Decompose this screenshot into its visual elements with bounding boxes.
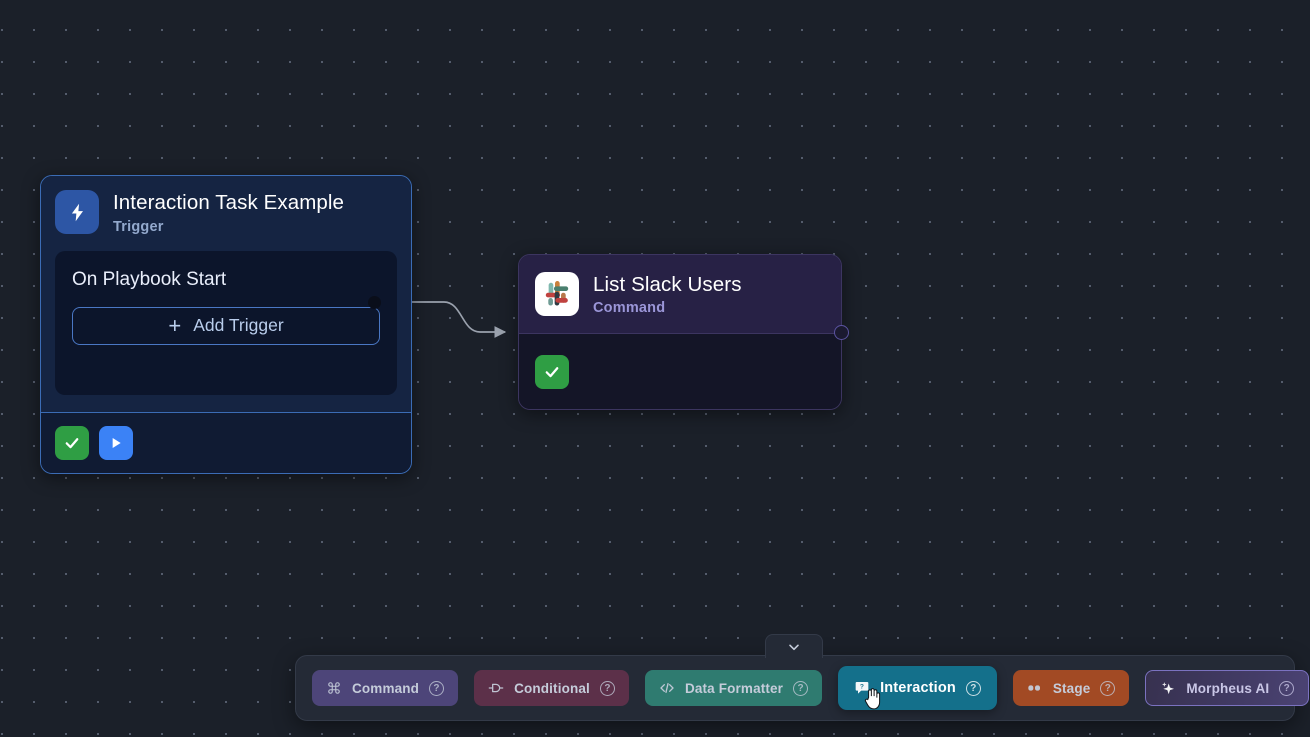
- help-icon[interactable]: ?: [429, 680, 445, 696]
- palette-label-interaction: Interaction: [880, 680, 956, 696]
- help-icon[interactable]: ?: [1100, 680, 1116, 696]
- add-trigger-label: Add Trigger: [193, 315, 284, 336]
- palette-item-conditional[interactable]: Conditional ?: [474, 670, 629, 706]
- add-trigger-button[interactable]: + Add Trigger: [72, 306, 380, 345]
- help-icon[interactable]: ?: [793, 680, 809, 696]
- node-trigger-subtitle: Trigger: [113, 218, 164, 235]
- node-command-subtitle: Command: [593, 300, 666, 317]
- code-brackets-icon: [659, 680, 675, 696]
- node-command-title: List Slack Users: [593, 272, 742, 296]
- palette-item-command[interactable]: Command ?: [312, 670, 459, 706]
- node-trigger-title: Interaction Task Example: [113, 191, 345, 214]
- palette-label-command: Command: [352, 680, 420, 696]
- trigger-source-handle[interactable]: [368, 296, 381, 309]
- plus-icon: +: [168, 312, 182, 338]
- logic-gate-icon: [488, 680, 504, 696]
- play-icon: [112, 438, 121, 448]
- node-trigger-titles: Interaction Task Example Trigger: [113, 190, 344, 235]
- node-command-footer: [519, 333, 841, 409]
- toolbar-collapse-button[interactable]: [765, 634, 823, 658]
- lightning-bolt-icon: [55, 190, 99, 235]
- svg-text:?: ?: [860, 684, 864, 691]
- double-flag-icon: [1027, 680, 1043, 696]
- node-command-titles: List Slack Users Command: [593, 272, 742, 317]
- node-palette-toolbar[interactable]: Command ? Conditional ?: [295, 655, 1310, 721]
- palette-item-morpheus-ai[interactable]: Morpheus AI ?: [1145, 670, 1310, 706]
- check-icon: [545, 366, 559, 377]
- chevron-down-icon: [789, 644, 799, 650]
- palette-label-stage: Stage: [1052, 680, 1091, 696]
- palette-label-data-formatter: Data Formatter: [684, 680, 784, 696]
- palette-item-data-formatter[interactable]: Data Formatter ?: [644, 670, 823, 706]
- node-trigger-body: Interaction Task Example Trigger On Play…: [41, 176, 411, 412]
- chat-question-icon: ?: [854, 680, 870, 696]
- command-key-icon: [326, 680, 342, 696]
- palette-item-interaction[interactable]: ? Interaction ?: [838, 666, 997, 710]
- node-command-header: List Slack Users Command: [519, 255, 841, 333]
- node-trigger[interactable]: Interaction Task Example Trigger On Play…: [40, 175, 412, 474]
- help-icon[interactable]: ?: [965, 680, 981, 696]
- command-target-handle[interactable]: [834, 325, 849, 340]
- palette-label-conditional: Conditional: [514, 680, 590, 696]
- node-command[interactable]: List Slack Users Command: [518, 254, 849, 410]
- trigger-panel: On Playbook Start + Add Trigger: [55, 250, 397, 395]
- trigger-validate-button[interactable]: [55, 426, 89, 460]
- sparkle-icon: [1160, 680, 1176, 696]
- palette-label-morpheus-ai: Morpheus AI: [1186, 680, 1270, 696]
- slack-logo-icon: [535, 272, 579, 316]
- check-icon: [65, 438, 79, 449]
- node-trigger-footer: [41, 412, 411, 473]
- help-icon[interactable]: ?: [1279, 680, 1295, 696]
- command-validate-button[interactable]: [535, 354, 569, 389]
- trigger-panel-label: On Playbook Start: [72, 268, 227, 290]
- palette-item-stage[interactable]: Stage ?: [1012, 670, 1130, 706]
- trigger-run-button[interactable]: [99, 426, 133, 460]
- help-icon[interactable]: ?: [599, 680, 615, 696]
- node-trigger-header: Interaction Task Example Trigger: [55, 190, 397, 235]
